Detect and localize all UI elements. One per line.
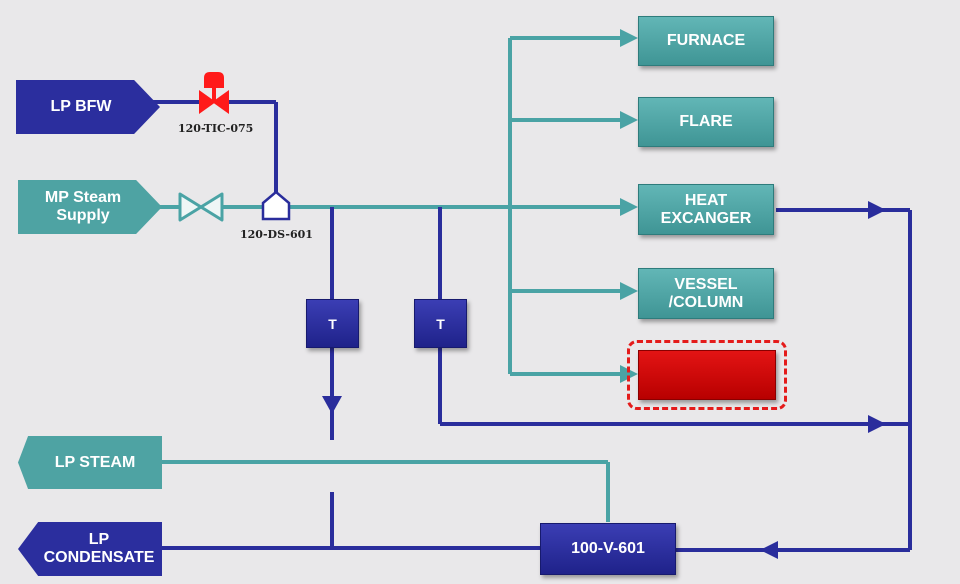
vessel-column-label: VESSEL /COLUMN bbox=[668, 275, 744, 311]
arrow-right-heat-exchanger-return bbox=[868, 201, 886, 219]
highlighted-target-box[interactable] bbox=[638, 350, 776, 400]
arrow-to-vessel-column bbox=[620, 282, 638, 300]
control-valve-icon[interactable] bbox=[199, 72, 229, 114]
ds-tag-label: 120-DS-601 bbox=[240, 228, 313, 241]
lp-bfw-label: LP BFW bbox=[50, 98, 112, 115]
lp-condensate-output: LP CONDENSATE bbox=[18, 522, 162, 576]
teal-arrowheads bbox=[620, 29, 638, 383]
arrow-to-heat-exchanger bbox=[620, 198, 638, 216]
mp-steam-header-lines bbox=[160, 36, 622, 522]
steam-trap-2[interactable]: T bbox=[414, 299, 467, 348]
steam-trap-1-label: T bbox=[328, 315, 337, 332]
highlight-dashed-outline bbox=[627, 340, 787, 410]
arrow-to-furnace bbox=[620, 29, 638, 47]
arrow-right-trap2-return bbox=[868, 415, 886, 433]
furnace-label: FURNACE bbox=[666, 32, 746, 49]
vessel-100-v-601[interactable]: 100-V-601 bbox=[540, 523, 676, 575]
steam-trap-2-label: T bbox=[436, 315, 445, 332]
heat-exchanger-label: HEAT EXCANGER bbox=[660, 191, 752, 227]
arrow-down-trap1 bbox=[322, 396, 342, 414]
mp-steam-supply-label: MP Steam Supply bbox=[44, 189, 122, 224]
navy-lines bbox=[150, 100, 912, 552]
flare-label: FLARE bbox=[679, 113, 733, 130]
heat-exchanger-box[interactable]: HEAT EXCANGER bbox=[638, 184, 774, 235]
furnace-box[interactable]: FURNACE bbox=[638, 16, 774, 66]
vessel-column-box[interactable]: VESSEL /COLUMN bbox=[638, 268, 774, 319]
arrow-left-to-vessel bbox=[760, 541, 778, 559]
lp-steam-label: LP STEAM bbox=[54, 453, 136, 471]
lp-bfw-source: LP BFW bbox=[16, 80, 160, 134]
arrow-to-flare bbox=[620, 111, 638, 129]
navy-arrowheads bbox=[322, 201, 886, 559]
manual-valve-icon[interactable] bbox=[178, 192, 224, 222]
flare-box[interactable]: FLARE bbox=[638, 97, 774, 147]
vessel-label: 100-V-601 bbox=[571, 540, 645, 557]
mp-steam-supply-source: MP Steam Supply bbox=[18, 180, 162, 234]
desuperheater-icon[interactable] bbox=[261, 190, 291, 221]
lp-steam-output: LP STEAM bbox=[18, 436, 162, 489]
steam-trap-1[interactable]: T bbox=[306, 299, 359, 348]
tic-tag-label: 120-TIC-075 bbox=[178, 122, 254, 135]
lp-condensate-label: LP CONDENSATE bbox=[43, 531, 155, 566]
